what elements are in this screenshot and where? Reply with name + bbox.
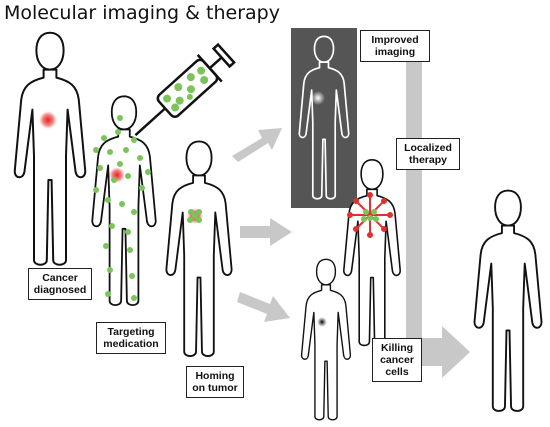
label-targeting-medication: Targeting medication xyxy=(96,322,166,354)
tumor-cluster xyxy=(187,208,203,224)
dead-tumor-spot xyxy=(317,317,327,327)
label-localized-therapy: Localized therapy xyxy=(396,138,460,170)
label-cancer-diagnosed: Cancer diagnosed xyxy=(28,268,92,300)
arrow-to-therapy xyxy=(240,218,292,246)
imaging-hotspot xyxy=(311,91,325,105)
tumor-spot xyxy=(39,111,57,129)
nanoparticle-dots xyxy=(93,115,151,301)
arrow-vertical-bar xyxy=(406,60,422,350)
label-improved-imaging: Improved imaging xyxy=(360,30,430,62)
patient-figure-diagnosed xyxy=(13,31,87,266)
label-killing-cancer-cells: Killing cancer cells xyxy=(372,338,422,382)
patient-figure-healthy xyxy=(473,189,543,412)
arrow-to-killing xyxy=(237,292,290,322)
arrow-to-imaging xyxy=(232,128,282,162)
therapy-particles xyxy=(361,209,379,222)
arrow-to-healthy xyxy=(418,326,470,378)
patient-figure-killing xyxy=(300,258,352,421)
syringe-icon xyxy=(134,42,236,137)
flow-arrows xyxy=(232,60,470,378)
patient-figure-medication xyxy=(91,95,157,307)
imaging-panel xyxy=(291,28,357,208)
label-homing-on-tumor: Homing on tumor xyxy=(186,366,244,398)
diagram-title: Molecular imaging & therapy xyxy=(4,2,280,24)
patient-figure-homing xyxy=(165,140,233,358)
